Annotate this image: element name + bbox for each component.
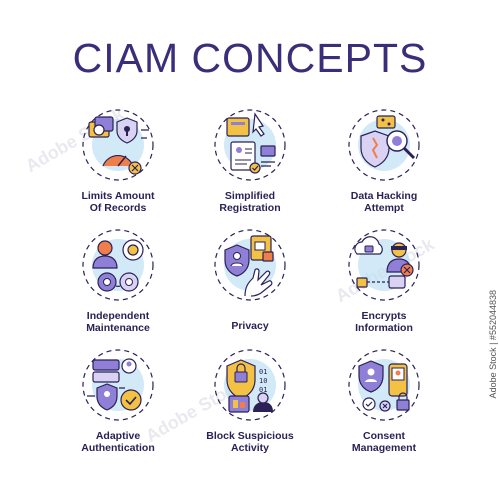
concept-block-suspicious-activity: 01 10 01 Block Suspicious Activity: [175, 348, 325, 468]
svg-text:10: 10: [259, 377, 267, 385]
phone-shield-consent-icon: [348, 349, 420, 421]
registration-click-icon: [214, 109, 286, 181]
svg-text:01: 01: [259, 386, 267, 394]
concept-label: Data Hacking Attempt: [350, 190, 418, 214]
concept-label: Privacy: [231, 320, 269, 332]
hand-shield-user-icon: [214, 229, 286, 301]
concept-label: Block Suspicious Activity: [206, 430, 294, 454]
binary-shield-icon: 01 10 01: [214, 349, 286, 421]
concept-label: Encrypts Information: [355, 310, 413, 334]
folders-lock-gauge-icon: [82, 109, 154, 181]
concept-independent-maintenance: Independent Maintenance: [43, 228, 193, 348]
concept-data-hacking-attempt: Data Hacking Attempt: [309, 108, 459, 228]
page-title: CIAM CONCEPTS: [72, 35, 428, 81]
server-shield-gears-icon: [82, 349, 154, 421]
user-gears-icon: [82, 229, 154, 301]
concept-consent-management: Consent Management: [309, 348, 459, 468]
stock-id-text: Adobe Stock | #552044838: [488, 290, 498, 399]
concept-label: Independent Maintenance: [86, 310, 150, 334]
concept-encrypts-information: Encrypts Information: [309, 228, 459, 348]
concept-label: Simplified Registration: [219, 190, 281, 214]
concept-privacy: Privacy: [175, 228, 325, 348]
svg-text:01: 01: [259, 368, 267, 376]
concept-limits-amount-of-records: Limits Amount Of Records: [43, 108, 193, 228]
concept-label: Adaptive Authentication: [81, 430, 155, 454]
shield-magnifier-icon: [348, 109, 420, 181]
concept-label: Limits Amount Of Records: [81, 190, 155, 214]
concept-adaptive-authentication: Adaptive Authentication: [43, 348, 193, 468]
concept-label: Consent Management: [351, 430, 417, 454]
cloud-hacker-icon: [348, 229, 420, 301]
concept-simplified-registration: Simplified Registration: [175, 108, 325, 228]
